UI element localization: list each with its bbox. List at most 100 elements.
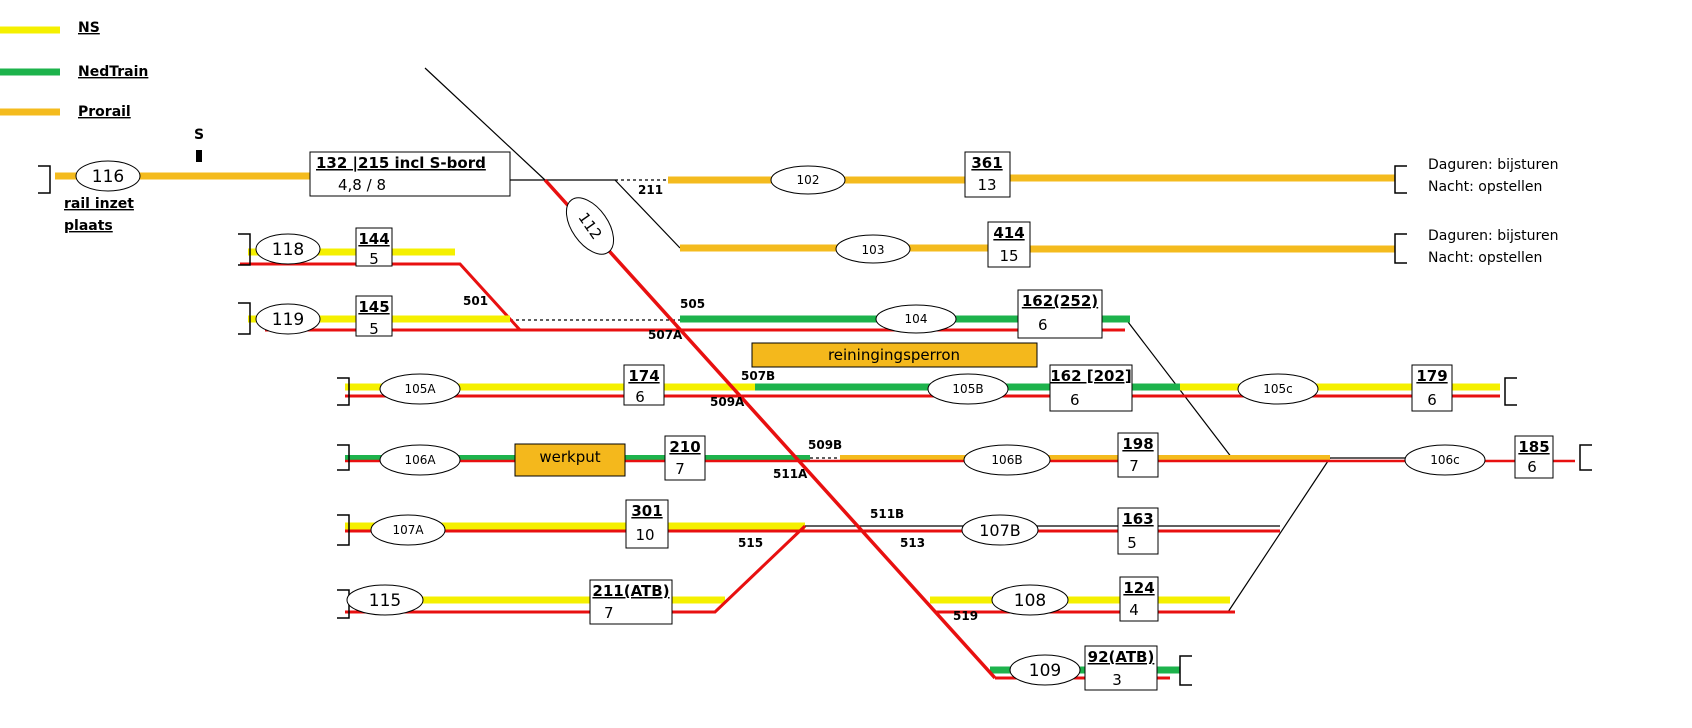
svg-text:116: 116 [92, 167, 124, 187]
svg-text:105c: 105c [1263, 382, 1293, 396]
svg-text:106c: 106c [1430, 453, 1460, 467]
oval-109: 109 [1009, 654, 1081, 686]
svg-text:7: 7 [1129, 457, 1139, 475]
end-stop-116 [38, 165, 51, 194]
svg-text:162 [202]: 162 [202] [1050, 367, 1132, 385]
svg-text:5: 5 [1127, 534, 1137, 552]
svg-text:163: 163 [1122, 510, 1153, 528]
legend-prorail-label: Prorail [78, 104, 131, 120]
box-109: 92(ATB)3 [1084, 645, 1158, 691]
svg-text:105A: 105A [404, 382, 436, 396]
svg-text:15: 15 [999, 247, 1018, 265]
oval-107b: 107B [961, 514, 1039, 546]
box-105b: 162 [202] 6 [1049, 364, 1133, 412]
svg-text:145: 145 [358, 298, 389, 316]
svg-text:103: 103 [862, 243, 885, 257]
reiniging-label: reiningingsperron [828, 346, 960, 364]
box-104: 162(252)6 [1017, 289, 1103, 339]
note-102-night: Nacht: opstellen [1428, 179, 1542, 195]
note-103-night: Nacht: opstellen [1428, 250, 1542, 266]
svg-text:179: 179 [1416, 367, 1447, 385]
switch-511b: 511B [870, 507, 904, 521]
svg-text:210: 210 [669, 438, 700, 456]
oval-104: 104 [875, 304, 957, 334]
oval-108: 108 [991, 584, 1069, 616]
dotted-connections [510, 179, 840, 459]
svg-text:6: 6 [1070, 391, 1080, 409]
svg-text:198: 198 [1122, 435, 1153, 453]
switch-513: 513 [900, 536, 925, 550]
svg-text:301: 301 [631, 502, 662, 520]
end-stop-119 [238, 302, 251, 335]
svg-text:119: 119 [272, 310, 304, 330]
end-stop-115 [337, 589, 350, 619]
werkput-label: werkput [539, 448, 600, 466]
svg-text:106A: 106A [404, 453, 436, 467]
oval-105a: 105A [379, 373, 461, 405]
svg-text:361: 361 [971, 154, 1002, 172]
svg-text:5: 5 [369, 320, 379, 338]
svg-text:105B: 105B [952, 382, 983, 396]
oval-106c: 106c [1404, 444, 1486, 476]
track-ovals: 116 102 103 118 119 104 105A 105B 105c 1… [75, 160, 1486, 686]
end-stops [38, 165, 1592, 686]
svg-text:124: 124 [1123, 579, 1154, 597]
svg-text:144: 144 [358, 230, 389, 248]
svg-text:102: 102 [797, 173, 820, 187]
end-stop-103 [1394, 233, 1407, 264]
reiniging-area [751, 342, 1038, 368]
svg-text:13: 13 [977, 176, 996, 194]
svg-text:5: 5 [369, 250, 379, 268]
track-112-route [543, 178, 997, 680]
oval-118: 118 [255, 233, 321, 265]
svg-text:109: 109 [1029, 661, 1061, 681]
switch-509a: 509A [710, 395, 745, 409]
end-stop-106c [1579, 444, 1592, 471]
switch-515: 515 [738, 536, 763, 550]
svg-text:107A: 107A [392, 523, 424, 537]
oval-116: 116 [75, 160, 141, 192]
switch-507b: 507B [741, 369, 775, 383]
svg-text:108: 108 [1014, 591, 1046, 611]
oval-103: 103 [835, 234, 911, 264]
oval-115: 115 [346, 584, 424, 616]
svg-text:6: 6 [635, 388, 645, 406]
rail-label-2: plaats [64, 218, 113, 234]
svg-text:414: 414 [993, 224, 1024, 242]
svg-text:6: 6 [1527, 458, 1537, 476]
svg-text:211(ATB): 211(ATB) [592, 582, 669, 600]
oval-112: 112 [565, 197, 615, 255]
oval-102: 102 [770, 165, 846, 195]
oval-105c: 105c [1237, 373, 1319, 405]
oval-107a: 107A [370, 514, 446, 546]
track-115-route [345, 524, 807, 614]
svg-text:10: 10 [635, 526, 654, 544]
switch-511a: 511A [773, 467, 808, 481]
svg-text:185: 185 [1518, 438, 1549, 456]
signal-icon [196, 150, 202, 162]
svg-text:6: 6 [1038, 316, 1048, 334]
oval-119: 119 [255, 303, 321, 335]
svg-text:174: 174 [628, 367, 659, 385]
end-stop-105 [337, 377, 350, 406]
svg-text:6: 6 [1427, 391, 1437, 409]
oval-106a: 106A [379, 444, 461, 476]
legend-ns-label: NS [78, 20, 100, 36]
oval-106b: 106B [963, 444, 1051, 476]
end-stop-106 [337, 444, 350, 471]
svg-text:3: 3 [1112, 671, 1122, 689]
svg-text:7: 7 [675, 460, 685, 478]
oval-105b: 105B [927, 373, 1009, 405]
box-115: 211(ATB)7 [589, 579, 673, 625]
